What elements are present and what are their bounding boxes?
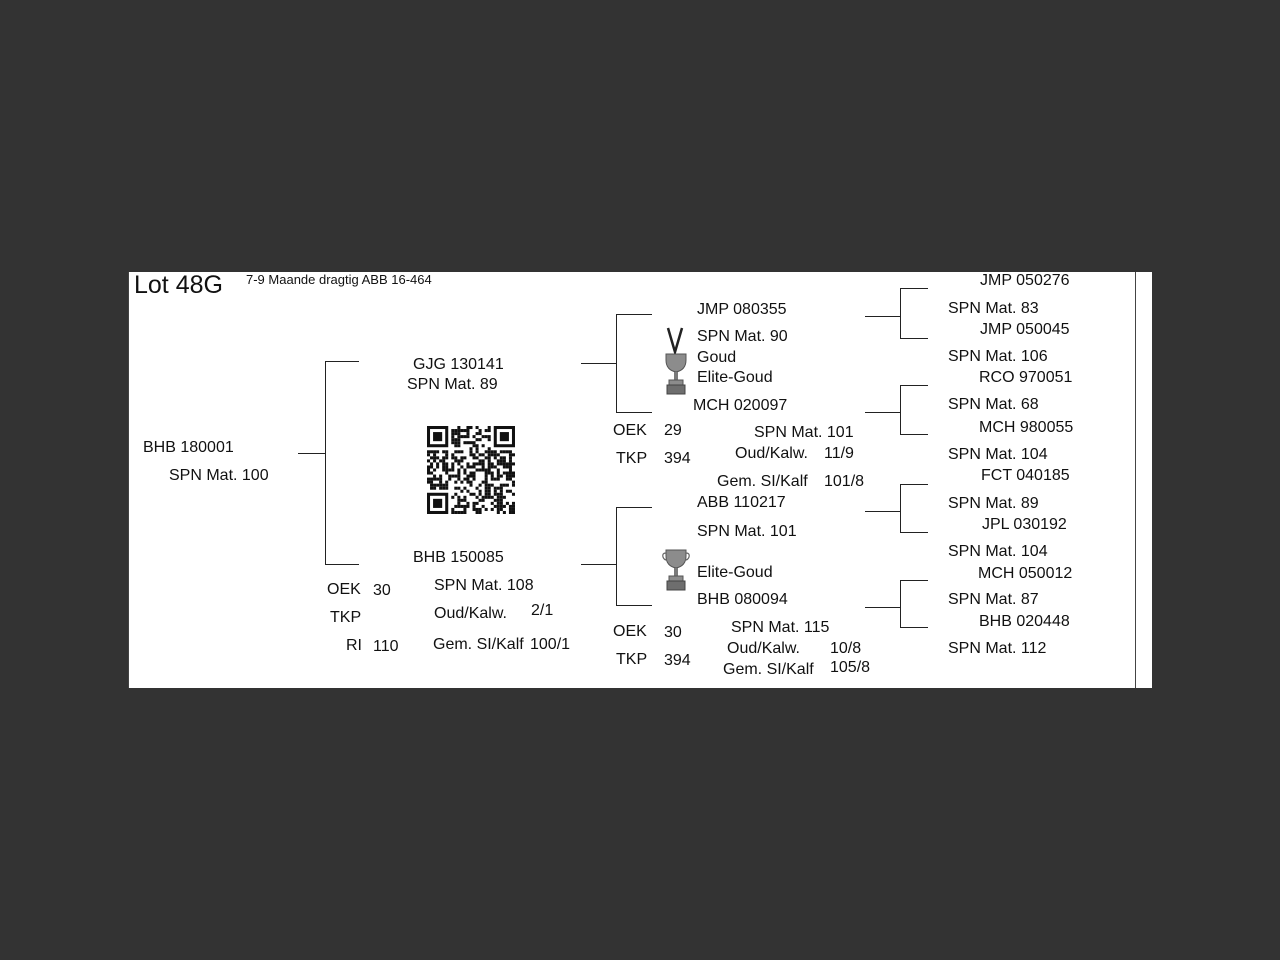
- sire-sire-award-goud: Goud: [697, 349, 737, 366]
- left-border: [128, 272, 129, 688]
- ggp-1-spn: SPN Mat. 83: [948, 300, 1039, 317]
- lot-description: 7-9 Maande dragtig ABB 16-464: [246, 272, 432, 287]
- sire-sire-id: JMP 080355: [697, 301, 787, 318]
- sire-dam-spn: SPN Mat. 101: [754, 424, 854, 441]
- dam-sire-spn: SPN Mat. 101: [697, 523, 797, 540]
- pedigree-card: Lot 48G 7-9 Maande dragtig ABB 16-464 BH…: [128, 272, 1152, 688]
- connector: [865, 511, 901, 512]
- connector: [616, 314, 652, 315]
- ggp-4-spn: SPN Mat. 104: [948, 446, 1048, 463]
- dam-dam-tkp-value: 394: [664, 652, 691, 669]
- dam-oud-kalw-label: Oud/Kalw.: [434, 605, 507, 622]
- sire-sire-award-elite-goud: Elite-Goud: [697, 369, 773, 386]
- animal-spn: SPN Mat. 100: [169, 467, 269, 484]
- connector: [616, 605, 652, 606]
- ggp-5-id: FCT 040185: [981, 467, 1070, 484]
- lot-number: Lot 48G: [134, 272, 223, 299]
- connector: [900, 434, 928, 435]
- dam-dam-id: BHB 080094: [697, 591, 788, 608]
- sire-dam-gem-value: 101/8: [824, 473, 865, 490]
- connector: [865, 412, 901, 413]
- connector: [900, 385, 901, 435]
- sire-spn: SPN Mat. 89: [407, 376, 498, 393]
- connector: [900, 532, 928, 533]
- ggp-8-id: BHB 020448: [979, 613, 1070, 630]
- connector: [616, 314, 617, 413]
- dam-gem-label: Gem. SI/Kalf: [433, 636, 524, 653]
- dam-sire-award-elite-goud: Elite-Goud: [697, 564, 773, 581]
- ggp-3-id: RCO 970051: [979, 369, 1073, 386]
- connector: [581, 564, 617, 565]
- dam-ri-value: 110: [373, 638, 399, 655]
- connector: [900, 288, 928, 289]
- connector: [900, 627, 928, 628]
- dam-gem-value: 100/1: [530, 636, 571, 653]
- dam-dam-gem-value: 105/8: [830, 659, 871, 676]
- dam-dam-oek-label: OEK: [613, 623, 647, 640]
- sire-dam-id: MCH 020097: [693, 397, 788, 414]
- sire-dam-oud-kalw-value: 11/9: [824, 445, 854, 462]
- right-border: [1135, 272, 1136, 688]
- dam-sire-id: ABB 110217: [697, 494, 786, 511]
- sire-dam-oek-label: OEK: [613, 422, 647, 439]
- connector: [325, 361, 326, 565]
- connector: [900, 580, 928, 581]
- dam-spn: SPN Mat. 108: [434, 577, 534, 594]
- connector: [325, 361, 359, 362]
- connector: [581, 363, 617, 364]
- connector: [616, 507, 652, 508]
- animal-id: BHB 180001: [143, 439, 234, 456]
- dam-dam-oek-value: 30: [664, 624, 682, 641]
- connector: [298, 453, 326, 454]
- dam-dam-oud-kalw-value: 10/8: [830, 640, 862, 657]
- connector: [900, 288, 901, 339]
- connector: [900, 385, 928, 386]
- sire-dam-tkp-value: 394: [664, 450, 691, 467]
- ggp-5-spn: SPN Mat. 89: [948, 495, 1039, 512]
- connector: [900, 580, 901, 628]
- trophy-icon: [662, 549, 690, 591]
- ggp-1-id: JMP 050276: [980, 272, 1070, 289]
- ggp-7-id: MCH 050012: [978, 565, 1073, 582]
- ggp-3-spn: SPN Mat. 68: [948, 396, 1039, 413]
- dam-oek-label: OEK: [327, 581, 361, 598]
- connector: [900, 484, 928, 485]
- sire-dam-tkp-label: TKP: [616, 450, 648, 467]
- dam-ri-label: RI: [346, 637, 362, 654]
- sire-id: GJG 130141: [413, 356, 504, 373]
- sire-dam-gem-label: Gem. SI/Kalf: [717, 473, 808, 490]
- connector: [325, 564, 359, 565]
- connector: [900, 484, 901, 533]
- dam-dam-spn: SPN Mat. 115: [731, 619, 830, 636]
- dam-dam-oud-kalw-label: Oud/Kalw.: [727, 640, 800, 657]
- sire-dam-oek-value: 29: [664, 422, 682, 439]
- ggp-6-id: JPL 030192: [982, 516, 1067, 533]
- dam-dam-tkp-label: TKP: [616, 651, 648, 668]
- medal-ribbon-icon: [665, 327, 687, 395]
- ggp-4-id: MCH 980055: [979, 419, 1074, 436]
- ggp-2-id: JMP 050045: [980, 321, 1070, 338]
- connector: [900, 338, 928, 339]
- connector: [865, 316, 901, 317]
- qr-code-icon: [427, 426, 515, 514]
- sire-dam-oud-kalw-label: Oud/Kalw.: [735, 445, 808, 462]
- sire-sire-spn: SPN Mat. 90: [697, 328, 788, 345]
- ggp-6-spn: SPN Mat. 104: [948, 543, 1048, 560]
- dam-oud-kalw-value: 2/1: [531, 602, 554, 619]
- dam-id: BHB 150085: [413, 549, 504, 566]
- ggp-8-spn: SPN Mat. 112: [948, 640, 1047, 657]
- dam-tkp-label: TKP: [330, 609, 362, 626]
- connector: [865, 607, 901, 608]
- dam-dam-gem-label: Gem. SI/Kalf: [723, 661, 814, 678]
- dam-oek-value: 30: [373, 582, 391, 599]
- connector: [616, 412, 652, 413]
- connector: [616, 507, 617, 606]
- ggp-7-spn: SPN Mat. 87: [948, 591, 1039, 608]
- ggp-2-spn: SPN Mat. 106: [948, 348, 1048, 365]
